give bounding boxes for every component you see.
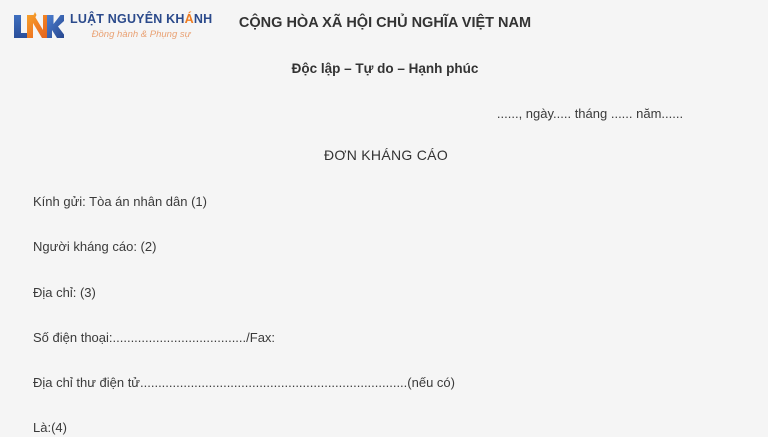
brand-text: LUẬT NGUYÊN KHÁNH Đồng hành & Phụng sự xyxy=(70,13,212,39)
national-title: CỘNG HÒA XÃ HỘI CHỦ NGHĨA VIỆT NAM xyxy=(238,15,532,31)
brand-name-accent: Á xyxy=(184,12,194,26)
brand-tagline: Đồng hành & Phụng sự xyxy=(91,28,191,40)
body-line-recipient: Kính gửi: Tòa án nhân dân (1) xyxy=(33,194,207,209)
brand-name-part1: LUẬT NGUYÊN KH xyxy=(70,12,185,26)
lnk-monogram-icon xyxy=(14,12,64,38)
body-line-phone-fax: Số điện thoại:..........................… xyxy=(33,329,276,345)
document-body: Kính gửi: Tòa án nhân dân (1) Người khán… xyxy=(33,194,754,437)
body-line-address: Địa chỉ: (3) xyxy=(33,284,96,300)
page-title: ĐƠN KHÁNG CÁO xyxy=(323,147,449,163)
document-header: LUẬT NGUYÊN KHÁNH Đồng hành & Phụng sự C… xyxy=(0,0,768,58)
body-line-role: Là:(4) xyxy=(33,420,67,436)
brand-logo: LUẬT NGUYÊN KHÁNH Đồng hành & Phụng sự xyxy=(12,11,212,41)
body-line-appellant: Người kháng cáo: (2) xyxy=(33,239,157,255)
dateline: ......, ngày..... tháng ...... năm...... xyxy=(496,106,684,121)
brand-name-part2: NH xyxy=(193,12,213,26)
body-line-email: Địa chỉ thư điện tử.....................… xyxy=(33,375,455,390)
brand-name: LUẬT NGUYÊN KHÁNH xyxy=(70,13,212,26)
national-motto: Độc lập – Tự do – Hạnh phúc xyxy=(291,61,479,76)
